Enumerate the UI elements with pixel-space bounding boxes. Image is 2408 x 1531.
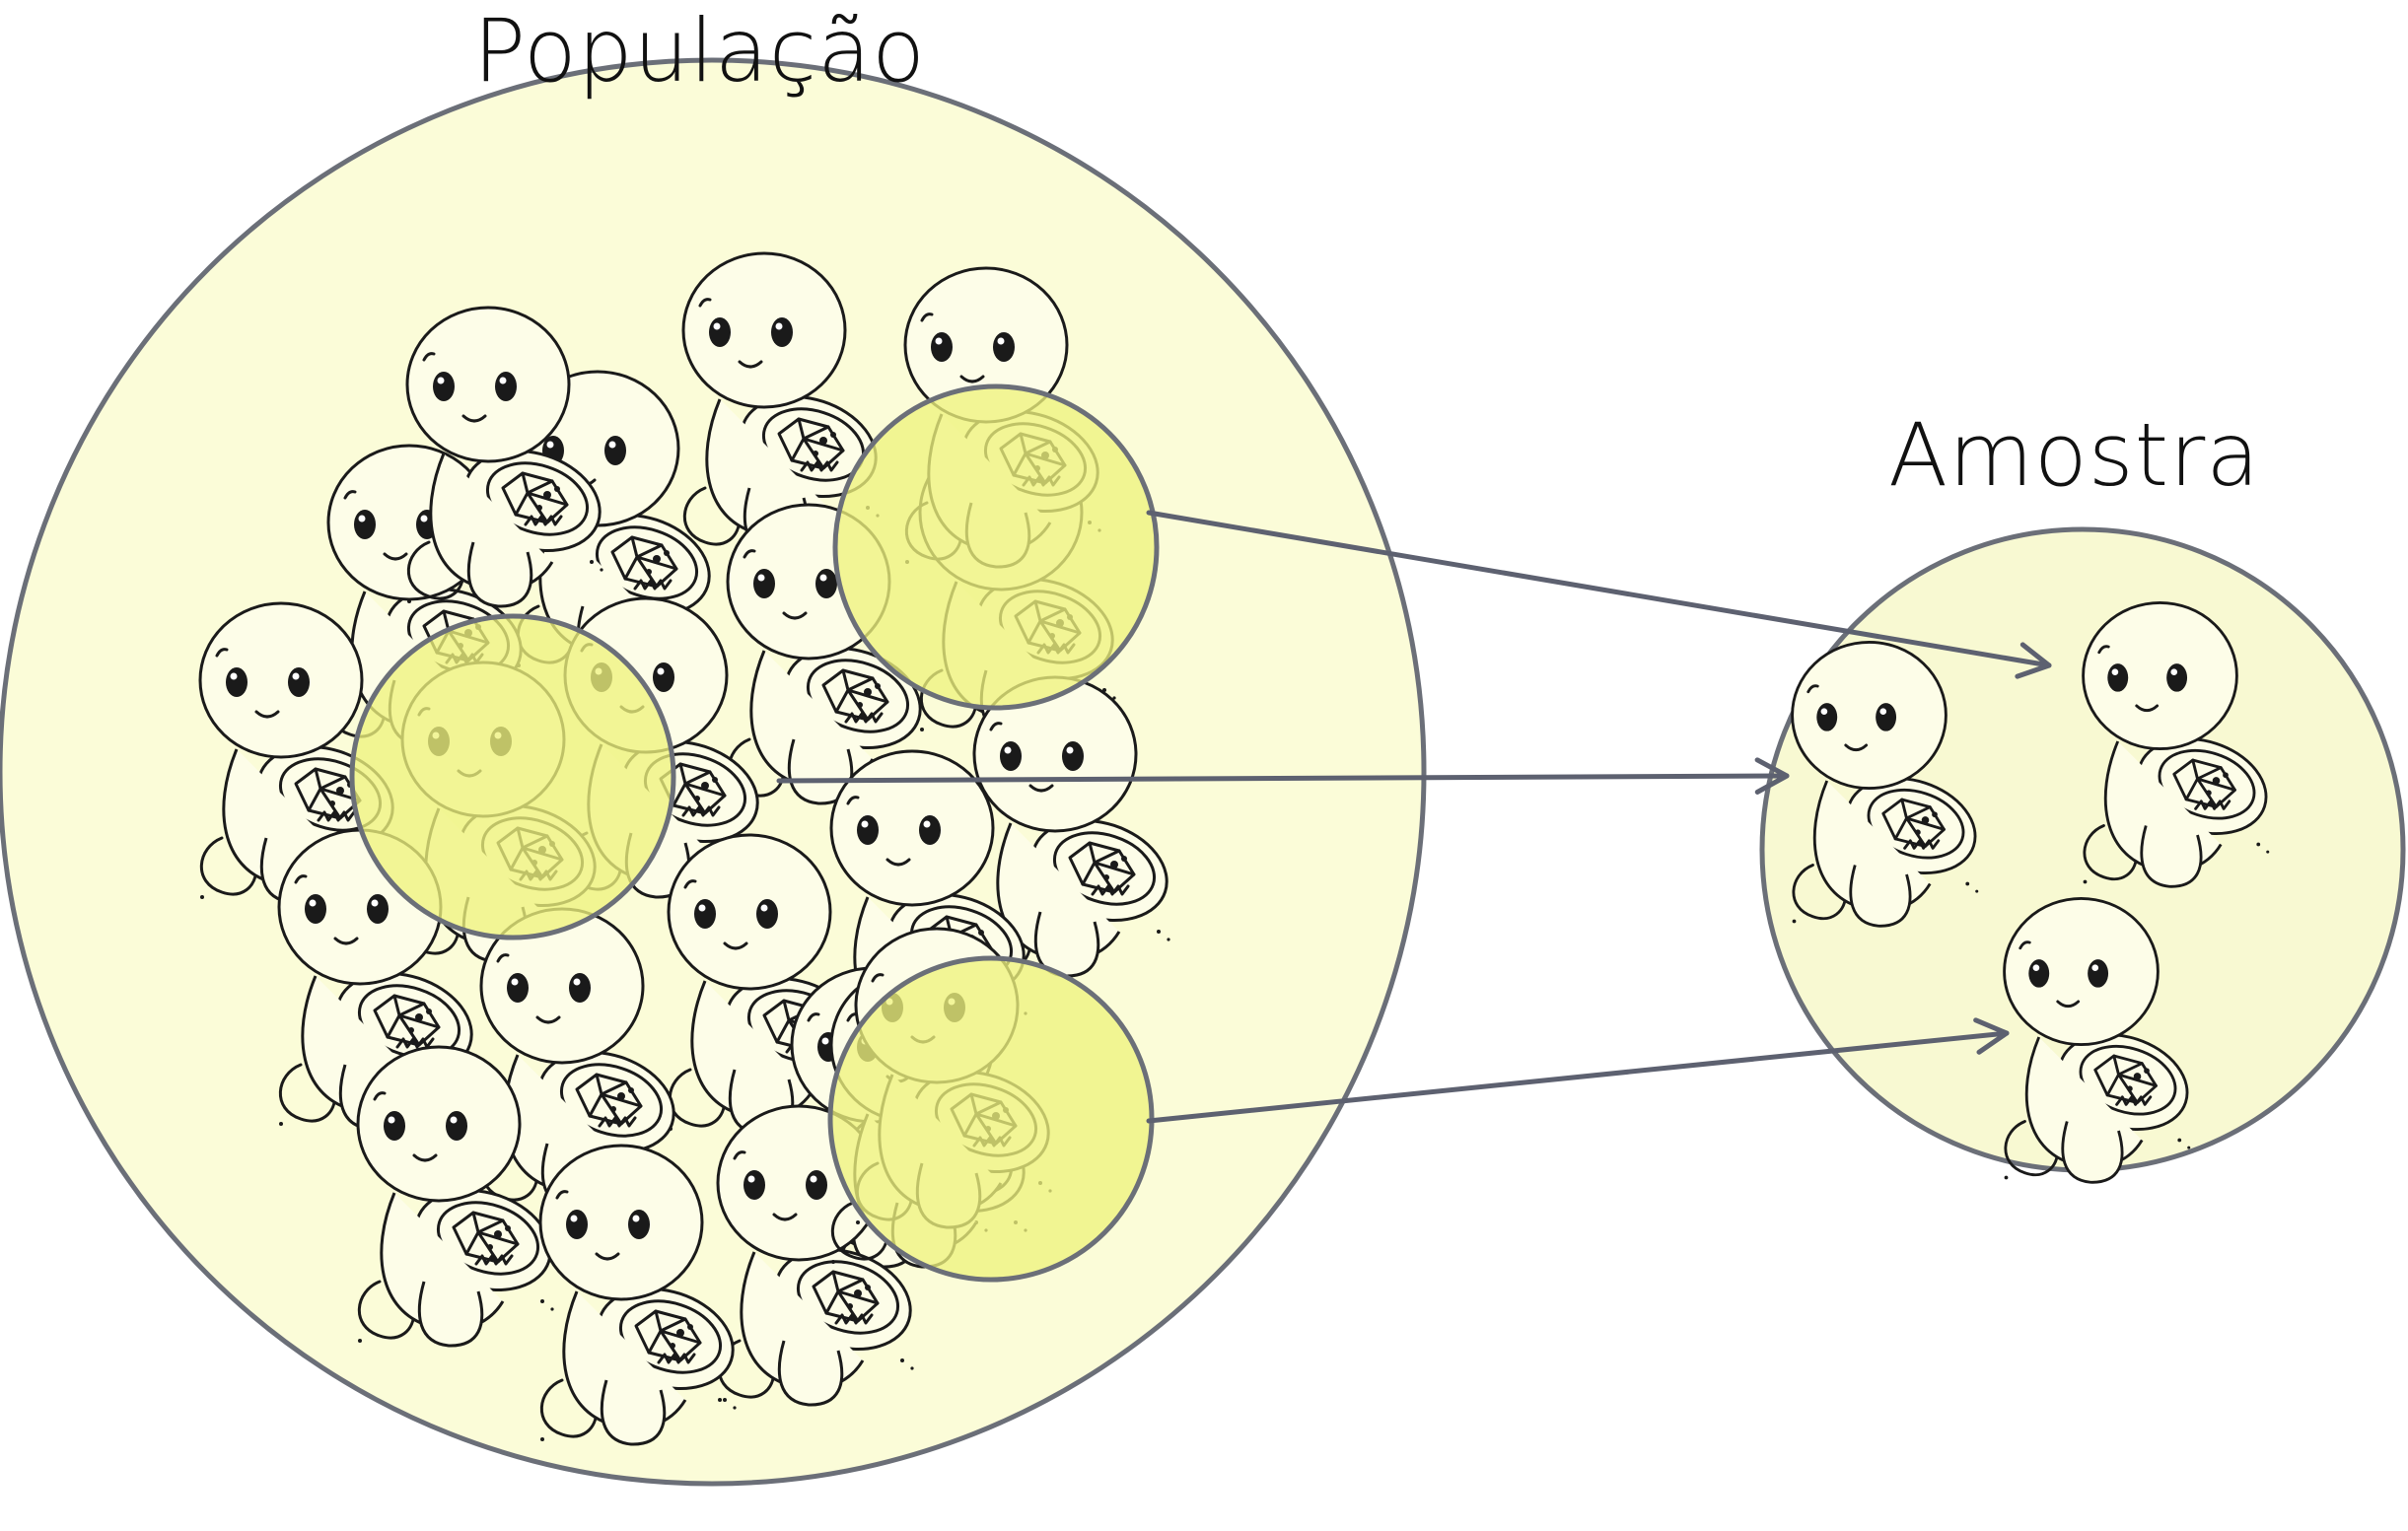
arrow-line [1146,1030,2010,1124]
selected-highlight-circle [827,955,1155,1283]
arrow-line [1146,510,2052,668]
sample-title: Amostra [1888,404,2261,506]
selected-highlight-circle [832,383,1160,711]
population-group [0,57,1427,1487]
arrows-group [776,510,2052,1124]
selected-highlight-circle [349,613,676,940]
arrow-head [1973,1017,2010,1055]
sample-group [1759,526,2406,1184]
arrow-head [2015,642,2052,679]
population-title: População [473,0,926,102]
arrow-head [1754,757,1790,795]
arrow-line [776,773,1790,784]
